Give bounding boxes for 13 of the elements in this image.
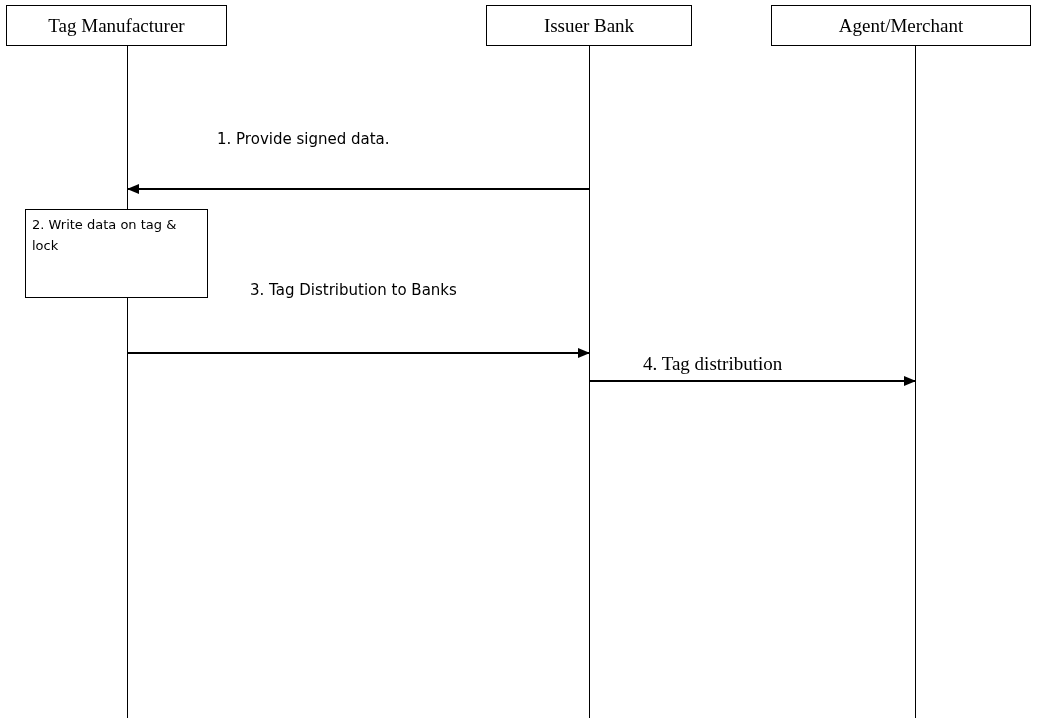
message-arrow — [127, 348, 590, 358]
edge-label: 3. Tag Distribution to Banks — [250, 280, 457, 301]
step-text: 2. Write data on tag & lock — [32, 216, 178, 255]
lifeline — [589, 46, 590, 718]
edge-label: 4. Tag distribution — [643, 353, 783, 375]
participant-box: Issuer Bank — [486, 5, 692, 46]
participant-box: Tag Manufacturer — [6, 5, 227, 46]
activity-box — [25, 209, 208, 298]
edge-label: 1. Provide signed data. — [217, 129, 390, 150]
message-arrow — [127, 184, 590, 194]
participant-box: Agent/Merchant — [771, 5, 1031, 46]
message-arrow — [589, 376, 916, 386]
lifeline — [915, 46, 916, 718]
